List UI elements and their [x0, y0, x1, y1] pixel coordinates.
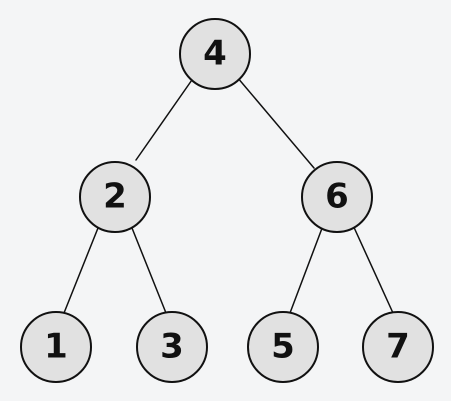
tree-node-6: 6	[301, 161, 373, 233]
tree-node-7: 7	[362, 311, 434, 383]
node-circle-3	[136, 311, 208, 383]
node-circle-5	[247, 311, 319, 383]
node-label-5: 5	[271, 327, 295, 367]
node-label-7: 7	[386, 327, 410, 367]
tree-edges	[63, 76, 394, 314]
tree-node-2: 2	[79, 161, 151, 233]
tree-node-3: 3	[136, 311, 208, 383]
node-circle-7	[362, 311, 434, 383]
edge-6-5	[289, 222, 325, 314]
tree-node-5: 5	[247, 311, 319, 383]
node-circle-6	[301, 161, 373, 233]
node-label-4: 4	[203, 34, 227, 74]
node-label-3: 3	[160, 327, 184, 367]
tree-node-1: 1	[20, 311, 92, 383]
edge-2-1	[63, 222, 101, 314]
node-label-2: 2	[103, 177, 127, 217]
node-circle-2	[79, 161, 151, 233]
node-circle-1	[20, 311, 92, 383]
edge-2-3	[129, 222, 167, 314]
node-label-6: 6	[325, 177, 349, 217]
edge-6-7	[351, 222, 394, 314]
node-label-1: 1	[44, 327, 68, 367]
edge-4-6	[236, 76, 315, 169]
tree-node-4: 4	[179, 18, 251, 90]
node-circle-4	[179, 18, 251, 90]
edge-4-2	[135, 76, 195, 161]
